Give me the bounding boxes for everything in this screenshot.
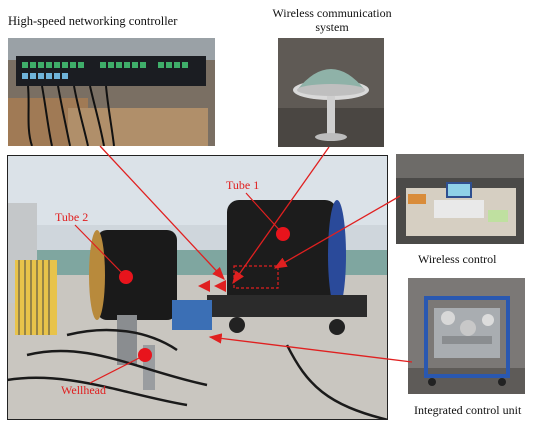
wireless-control-photo [396,154,524,244]
wireless-system-photo [278,38,384,147]
dashed-target-box [233,265,279,289]
main-field-photo [7,155,388,420]
wireless-control-arrow [273,195,401,269]
wireless-system-arrow [232,146,330,285]
tube1-marker [276,227,290,241]
tube-pointer-left [198,280,210,292]
tube1-label: Tube 1 [226,178,260,192]
integrated-unit-label: Integrated control unit [414,403,522,417]
tube2-leader [74,224,125,276]
main-photo-frame [7,155,388,420]
wellhead-label: Wellhead [61,383,107,397]
controller-photo [8,38,215,146]
tube1-leader [245,192,284,235]
controller-label: High-speed networking controller [8,14,178,28]
tube2-label: Tube 2 [55,210,89,224]
wireless-system-label: Wireless communication system [272,6,392,34]
integrated-unit-arrow [208,333,413,363]
wellhead-leader [89,355,144,384]
wireless-control-label: Wireless control [418,252,497,266]
controller-arrow [99,145,225,280]
tube-pointer-mid [214,280,226,292]
tube2-marker [119,270,133,284]
wellhead-marker [138,348,152,362]
integrated-unit-photo [408,278,525,394]
